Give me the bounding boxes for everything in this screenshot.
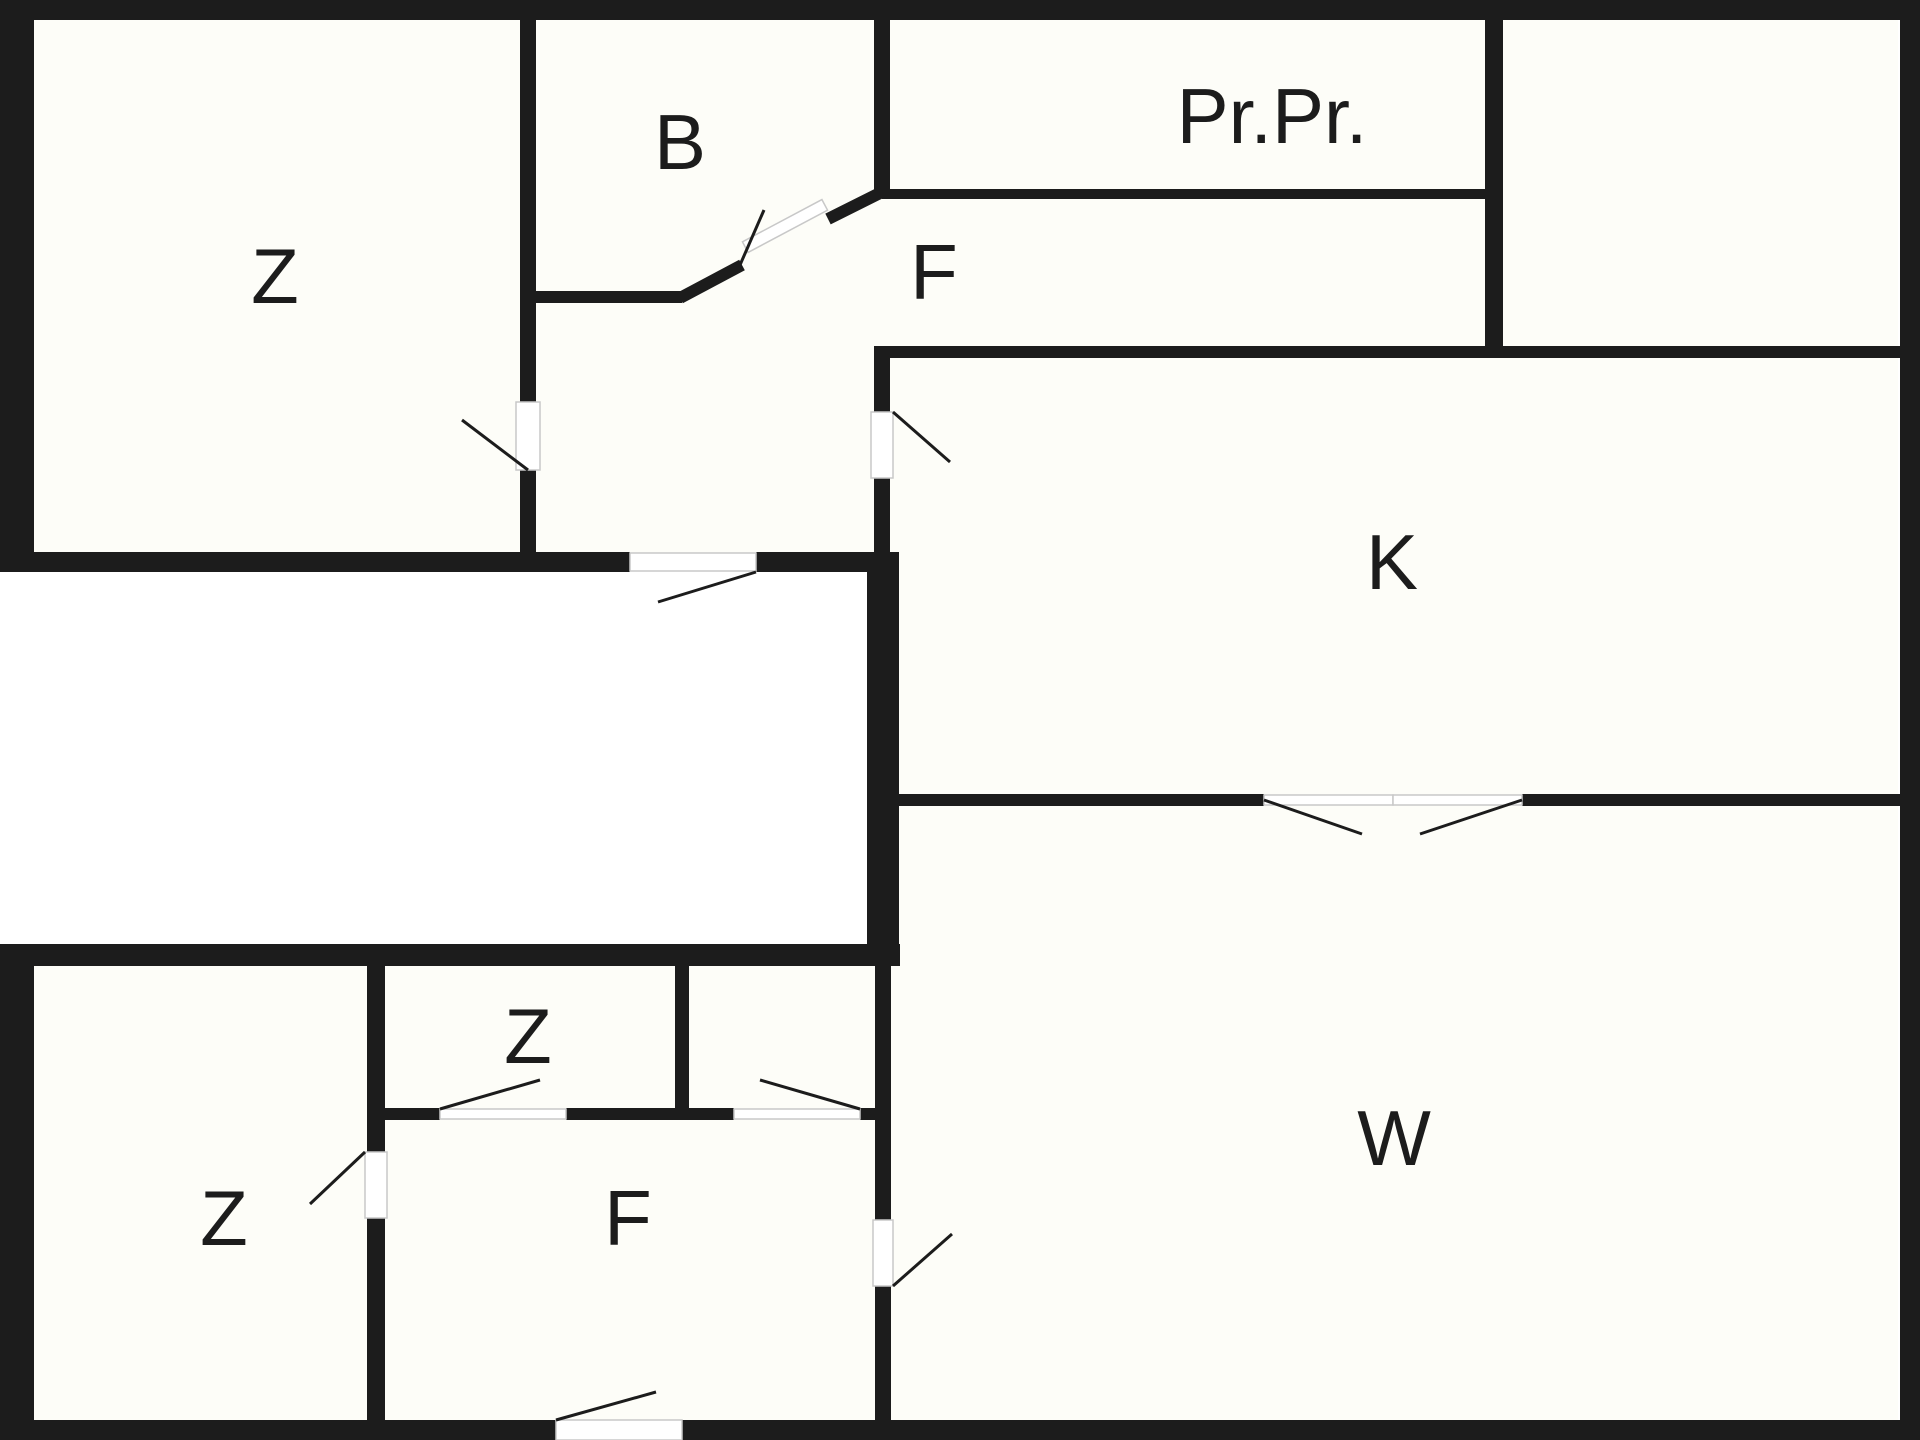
opening-f1-k [870, 411, 894, 479]
room-label-b: B [654, 98, 706, 186]
room-label-z-small: Z [504, 992, 552, 1080]
door-swing-entry [555, 1390, 657, 1422]
floor-bottom-left [12, 955, 892, 1428]
room-label-prpr: Pr.Pr. [1177, 72, 1368, 160]
floor-right [885, 350, 1898, 1428]
door-swing-z1 [461, 418, 529, 472]
wall-b-diag-right [825, 185, 887, 225]
room-label-k: K [1366, 518, 1418, 606]
opening-f2-w [872, 1219, 894, 1287]
door-swings [308, 209, 1523, 1422]
door-swing-z2 [439, 1078, 541, 1111]
wall-b-diag-left [677, 259, 745, 304]
floor-areas [0, 12, 1898, 1428]
door-swing-b [738, 209, 766, 266]
room-labels: Z B Pr.Pr. F K Z Z F W [200, 72, 1431, 1262]
opening-f2-entry [555, 1419, 683, 1440]
door-openings [364, 198, 1523, 1440]
room-label-w: W [1357, 1094, 1431, 1182]
room-label-f-top: F [910, 228, 958, 316]
door-swing-w-left [1263, 798, 1363, 836]
door-swing-closet [759, 1078, 861, 1111]
opening-closet-f2 [733, 1108, 861, 1120]
door-swing-w-right [1419, 798, 1523, 836]
door-swing-w-lower [892, 1232, 953, 1288]
room-label-z-top: Z [251, 232, 299, 320]
opening-b-f1 [741, 198, 829, 254]
opening-k-w-left [1263, 794, 1394, 806]
door-swing-k [892, 410, 951, 464]
door-swing-z3 [308, 1150, 367, 1206]
door-swing-hall-top [657, 570, 757, 604]
hall-area [0, 572, 868, 945]
room-label-f-bottom: F [604, 1174, 652, 1262]
opening-z3-f2 [364, 1151, 388, 1219]
opening-z2-f2 [439, 1108, 567, 1120]
opening-k-w-right [1392, 794, 1523, 806]
opening-f1-hall [629, 552, 757, 572]
room-label-z-bottom: Z [200, 1174, 248, 1262]
opening-z1-f1 [515, 401, 541, 471]
